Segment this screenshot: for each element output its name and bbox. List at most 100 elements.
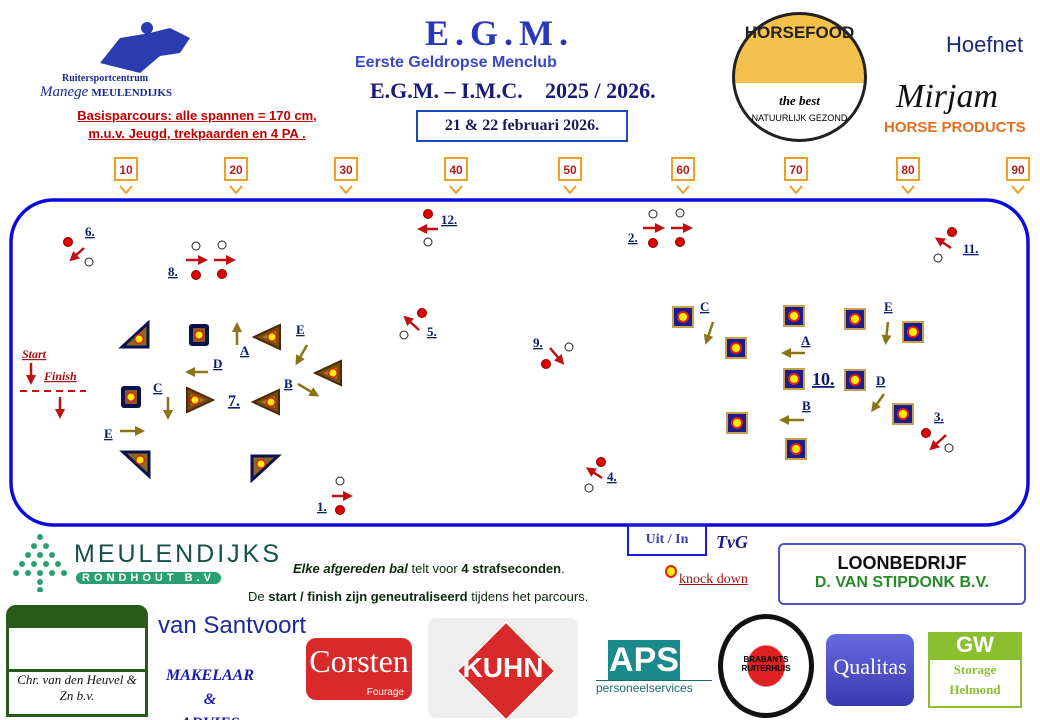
svg-text:7.: 7. xyxy=(228,393,240,410)
santvoort-logo: van Santvoort xyxy=(158,612,307,639)
ruler-mark-80: 80 xyxy=(896,157,920,195)
storage-line1: Storage xyxy=(953,662,997,677)
knock-down-legend: knock down xyxy=(679,572,748,587)
start-finish: Start Finish xyxy=(20,347,86,419)
heuvel-logo: Chr. van den Heuvel & Zn b.v. xyxy=(6,605,148,717)
svg-text:5.: 5. xyxy=(427,324,437,339)
kuhn-name: KUHN xyxy=(462,652,544,683)
svg-text:E: E xyxy=(884,299,893,314)
santvoort-line1: MAKELAAR & xyxy=(165,667,255,708)
mirjam-logo: Mirjam xyxy=(896,78,998,115)
santvoort-sub: MAKELAAR & ADVIES xyxy=(160,664,260,720)
corsten-sub: Fourage xyxy=(366,687,404,698)
svg-text:A: A xyxy=(240,343,250,358)
knock-down-ball-icon xyxy=(665,565,677,578)
ruler-mark-40: 40 xyxy=(444,157,468,195)
obstacle-11: 11. xyxy=(933,227,979,263)
basis-line1: Basisparcours: alle spannen = 170 cm, xyxy=(77,108,317,123)
ruler-mark-50: 50 xyxy=(558,157,582,195)
svg-text:C: C xyxy=(700,299,709,314)
aps-logo: APS personeelservices xyxy=(596,640,712,695)
manege-meulendijks-logo: Ruitersportcentrum Manege MEULENDIJKS xyxy=(40,18,250,103)
svg-text:2.: 2. xyxy=(628,230,638,245)
season: 2025 / 2026. xyxy=(545,78,656,103)
ruler-mark-70: 70 xyxy=(784,157,808,195)
obstacle-1: 1. xyxy=(317,476,353,515)
loonbedrijf-logo: LOONBEDRIJF D. VAN STIPDONK B.V. xyxy=(778,543,1026,605)
ruler-mark-90: 90 xyxy=(1006,157,1030,195)
svg-text:D: D xyxy=(876,373,885,388)
svg-text:12.: 12. xyxy=(441,212,457,227)
horsefood-name: HORSEFOOD xyxy=(744,23,855,42)
heuvel-name: Chr. van den Heuvel & Zn b.v. xyxy=(9,669,145,714)
svg-text:B: B xyxy=(284,376,293,391)
svg-text:E: E xyxy=(104,426,113,441)
svg-text:6.: 6. xyxy=(85,224,95,239)
storage-gw: GW xyxy=(928,632,1022,658)
svg-text:60: 60 xyxy=(676,163,690,177)
svg-text:Start: Start xyxy=(22,347,47,361)
aps-name: APS xyxy=(608,640,680,680)
rule-knockdown: Elke afgereden bal telt voor 4 strafseco… xyxy=(293,561,565,576)
obstacle-12: 12. xyxy=(417,209,457,247)
obstacle-2: 2. xyxy=(628,208,693,248)
ruler: 10 20 30 40 50 60 70 80 90 xyxy=(114,157,1030,195)
svg-text:30: 30 xyxy=(339,163,353,177)
arena: 10 20 30 40 50 60 70 80 90 Start Finish … xyxy=(9,157,1030,527)
svg-text:D: D xyxy=(213,356,222,371)
svg-text:E: E xyxy=(296,322,305,337)
storage-line2: Helmond xyxy=(949,682,1001,697)
logo-manege: Manege xyxy=(40,84,89,100)
brabants-name: BRABANTS RUITERHUIS xyxy=(741,655,791,673)
rider-icon xyxy=(100,22,190,73)
kuhn-logo: KUHN xyxy=(428,618,578,720)
qualitas-logo: Qualitas xyxy=(826,634,914,706)
obstacle-6: 6. xyxy=(63,224,95,267)
svg-text:9.: 9. xyxy=(533,335,543,350)
brabants-ruiterhuis-logo: BRABANTS RUITERHUIS xyxy=(718,614,814,718)
horsefood-logo: HORSEFOOD the best NATUURLIJK GEZOND xyxy=(732,12,867,142)
santvoort-line2: ADVIES xyxy=(160,712,260,720)
basis-line2: m.u.v. Jeugd, trekpaarden en 4 PA . xyxy=(88,126,306,141)
rule-start-finish: De start / finish zijn geneutraliseerd t… xyxy=(248,589,589,604)
obstacle-4: 4. xyxy=(584,457,617,493)
ruler-mark-10: 10 xyxy=(114,157,138,195)
uit-in-label: Uit / In xyxy=(627,524,707,556)
svg-text:1.: 1. xyxy=(317,499,327,514)
event-title: E.G.M. – I.M.C. xyxy=(370,78,523,103)
tvg-signature: TvG xyxy=(716,532,748,552)
hoefnet-logo: Hoefnet xyxy=(946,32,1024,57)
logo-line1: Ruitersportcentrum xyxy=(62,73,149,84)
ruler-mark-20: 20 xyxy=(224,157,248,195)
obstacle-8: 8. xyxy=(168,240,236,280)
meulendijks-sub: RONDHOUT B.V xyxy=(76,572,221,584)
meulendijks-name: MEULENDIJKS xyxy=(74,540,283,568)
svg-text:B: B xyxy=(802,398,811,413)
svg-text:40: 40 xyxy=(449,163,463,177)
svg-text:11.: 11. xyxy=(963,241,979,256)
svg-text:50: 50 xyxy=(563,163,577,177)
horsefood-sub: NATUURLIJK GEZOND xyxy=(751,113,848,123)
egm-logo: E.G.M. Eerste Geldropse Menclub xyxy=(355,8,690,73)
svg-text:8.: 8. xyxy=(168,264,178,279)
horsefood-tag: the best xyxy=(779,93,820,108)
obstacle-7-marathon: A E B D C E 7. xyxy=(104,321,342,482)
ruler-mark-30: 30 xyxy=(334,157,358,195)
egm-logo-subtitle: Eerste Geldropse Menclub xyxy=(355,54,557,71)
logo-meulendijks: MEULENDIJKS xyxy=(91,87,173,99)
corsten-logo: Corsten Fourage xyxy=(306,638,412,700)
svg-text:10: 10 xyxy=(119,163,133,177)
svg-text:20: 20 xyxy=(229,163,243,177)
svg-text:80: 80 xyxy=(901,163,915,177)
arena-fence xyxy=(9,198,1030,527)
svg-text:70: 70 xyxy=(789,163,803,177)
svg-text:3.: 3. xyxy=(934,409,944,424)
svg-text:90: 90 xyxy=(1011,163,1025,177)
obstacle-3: 3. xyxy=(921,409,954,453)
aps-sub: personeelservices xyxy=(596,680,712,695)
tree-dots-icon xyxy=(13,534,67,593)
svg-text:C: C xyxy=(153,380,162,395)
obstacle-9: 9. xyxy=(533,335,574,369)
